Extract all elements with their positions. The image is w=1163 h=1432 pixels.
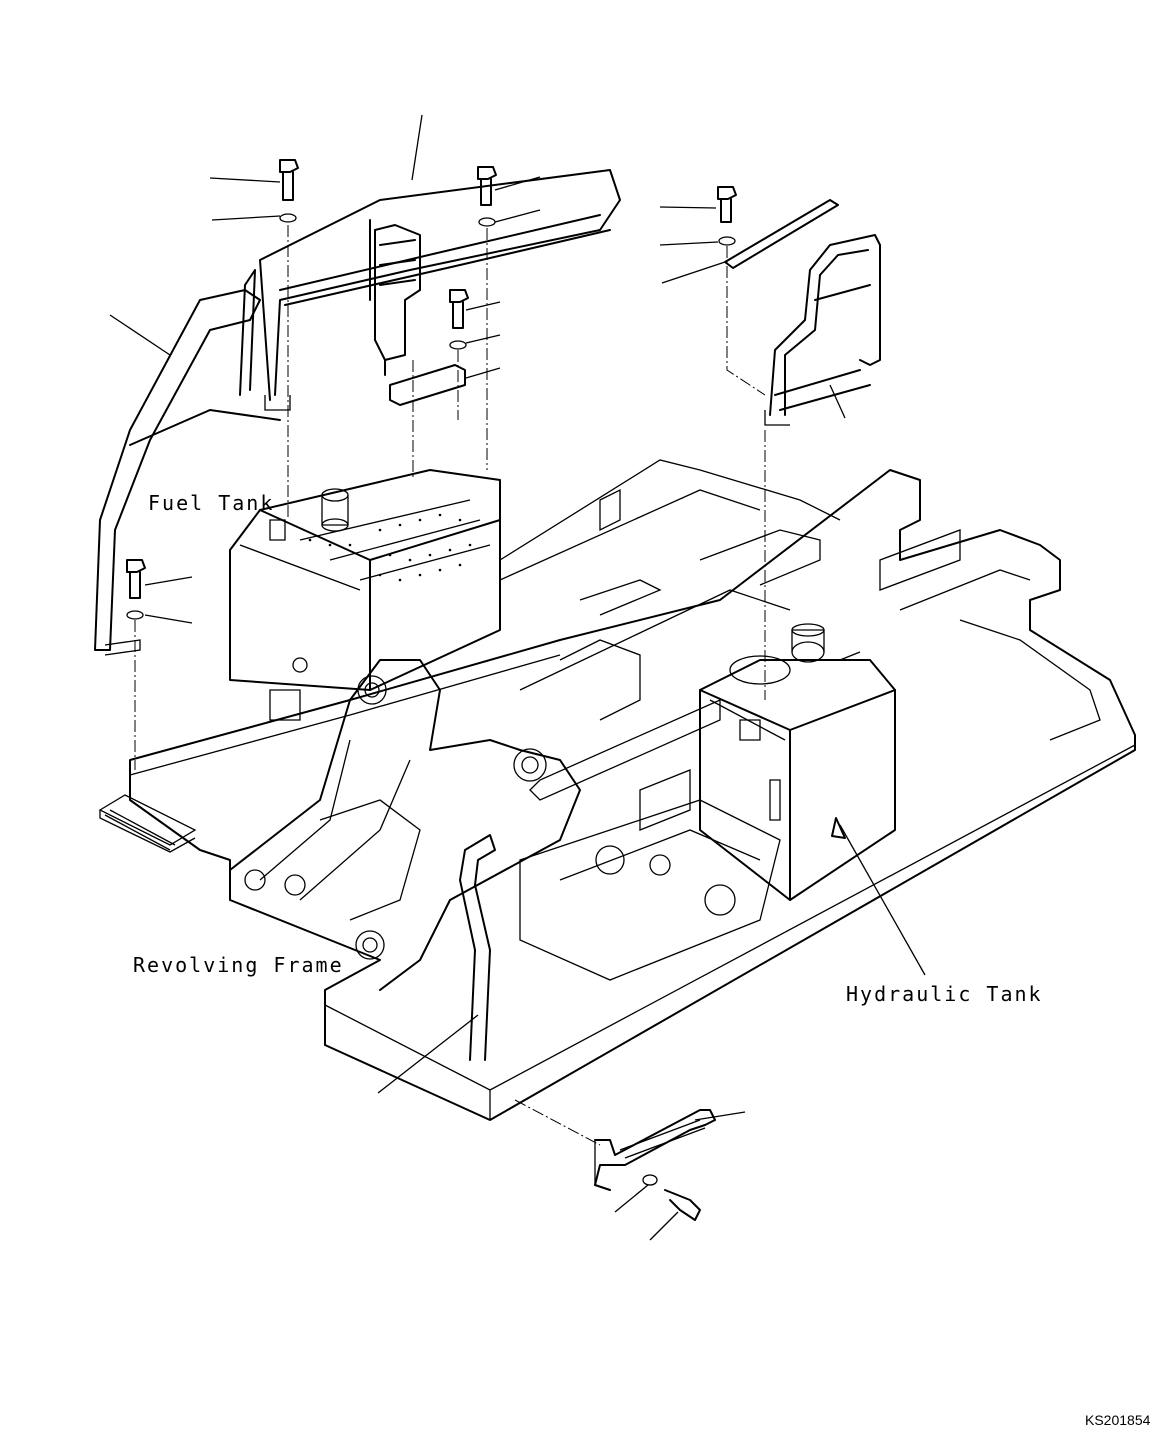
bolt-washer-set-1 xyxy=(279,159,299,223)
bolt-washer-set-4 xyxy=(717,186,737,246)
assembly-center-lines xyxy=(134,225,766,1146)
handrail-right xyxy=(764,234,881,426)
step-bracket-front xyxy=(594,1109,716,1221)
rail-bar-top-right xyxy=(724,199,839,269)
label-hydraulic-tank: Hydraulic Tank xyxy=(846,982,1043,1006)
bolt-washer-set-3 xyxy=(449,289,469,350)
hydraulic-tank-drawing xyxy=(699,623,896,901)
handrail-center-small xyxy=(374,224,421,376)
leader-lines xyxy=(109,114,926,1241)
drawing-code: KS201854 xyxy=(1085,1412,1151,1428)
revolving-frame-drawing xyxy=(98,459,1136,1121)
label-fuel-tank: Fuel Tank xyxy=(148,491,275,515)
fuel-tank-drawing xyxy=(229,469,501,721)
handrail-side-curved xyxy=(94,289,281,656)
handrail-left-long xyxy=(239,169,621,411)
bolt-washer-set-5 xyxy=(126,559,146,620)
label-revolving-frame: Revolving Frame xyxy=(133,953,344,977)
grab-rail-front xyxy=(459,834,496,1061)
bolt-washer-set-2 xyxy=(477,166,497,227)
bracket-center xyxy=(389,364,466,406)
